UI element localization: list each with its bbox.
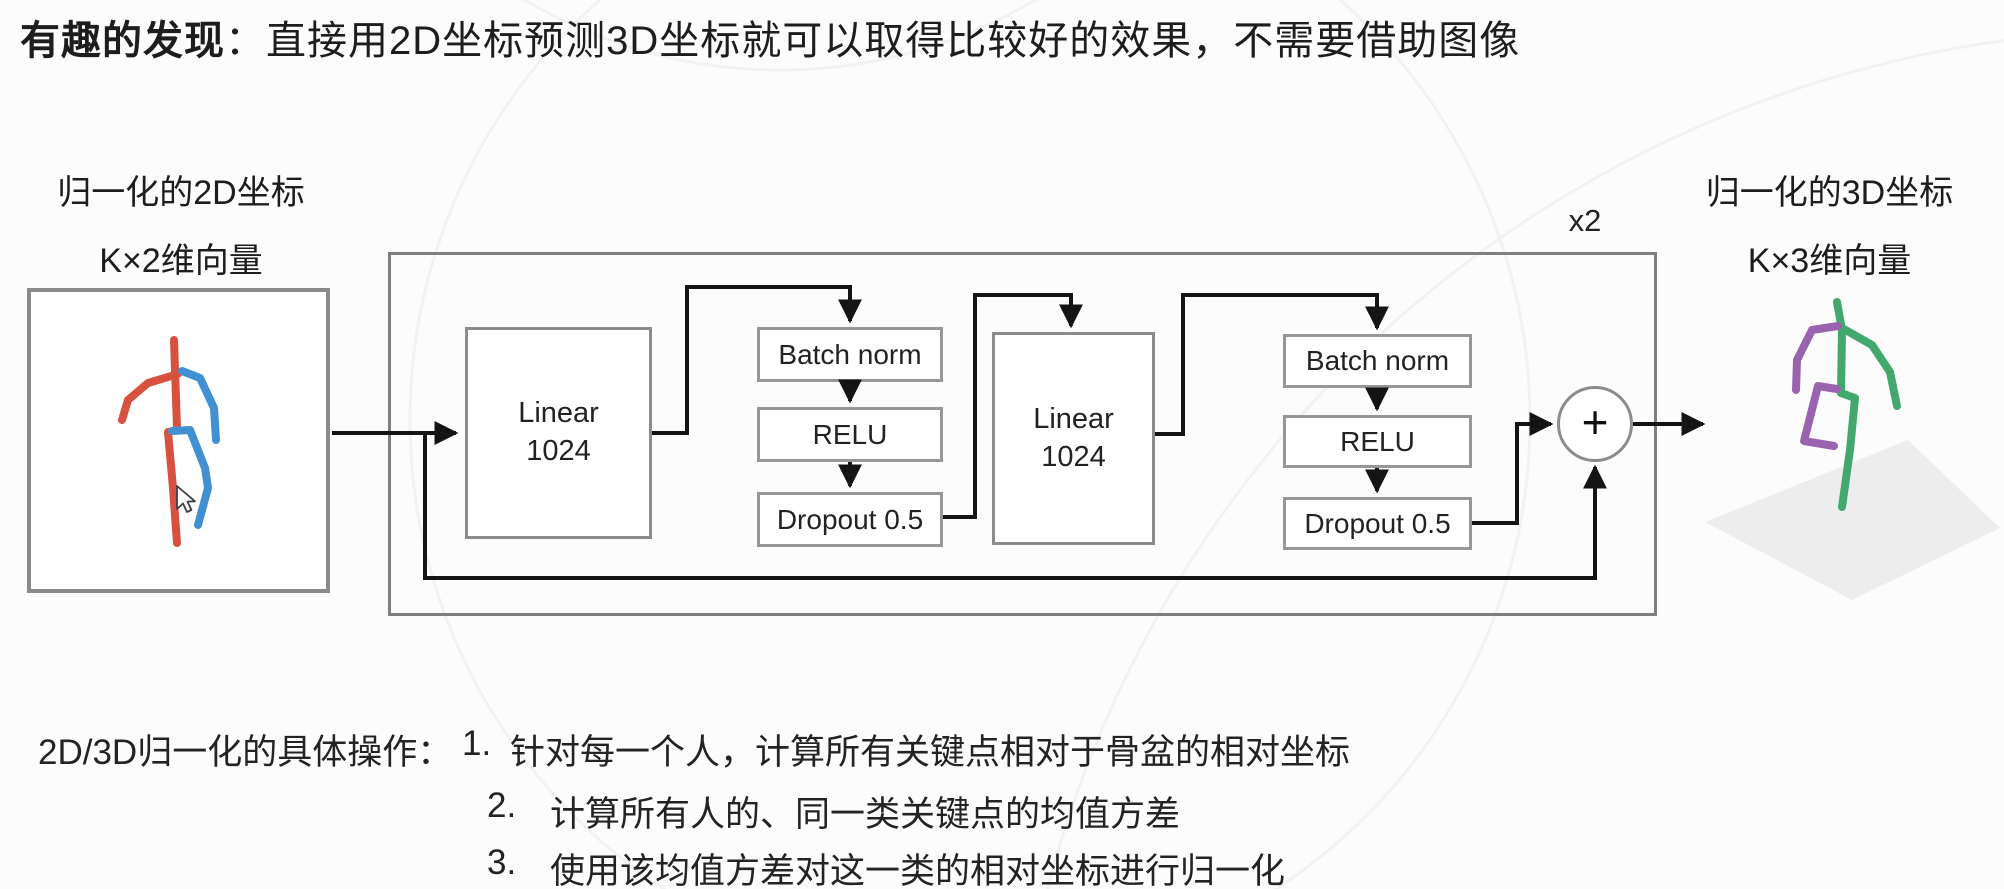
skeleton-3d [1705, 298, 2000, 600]
relu-box-2: RELU [1283, 415, 1472, 468]
linear2-label: Linear [1033, 402, 1114, 435]
linear1-units: 1024 [526, 435, 591, 467]
skeleton-3d-left-leg [1800, 382, 1841, 450]
slide-title: 有趣的发现：直接用2D坐标预测3D坐标就可以取得比较好的效果，不需要借助图像 [20, 8, 1520, 66]
note-item-1-num: 1. [462, 724, 492, 763]
skeleton-3d-right-leg [1837, 389, 1859, 511]
skeleton-3d-spine [1833, 298, 1846, 397]
linear-box-2: Linear 1024 [992, 332, 1155, 545]
output-label-line1: 归一化的3D坐标 [1705, 174, 1954, 212]
note-item-2-num: 2. [487, 786, 517, 825]
output-labels: 归一化的3D坐标 K×3维向量 [1655, 0, 2004, 280]
dropout-box-1: Dropout 0.5 [757, 492, 943, 547]
input-label-line1: 归一化的2D坐标 [57, 174, 305, 212]
dropout-box-2: Dropout 0.5 [1283, 497, 1472, 550]
skeleton-3d-left-arm [1792, 322, 1842, 394]
repeat-label: x2 [1568, 203, 1602, 238]
relu-box-1: RELU [757, 407, 943, 462]
skeleton-2d [118, 336, 220, 547]
skeleton-2d-right-leg [186, 426, 212, 529]
note-item-1-text: 针对每一个人，计算所有关键点相对于骨盆的相对坐标 [510, 733, 1351, 772]
floor-plane [1705, 440, 2000, 600]
skeleton-2d-right-arm [178, 367, 220, 444]
note-item-3-text: 使用该均值方差对这一类的相对坐标进行归一化 [550, 852, 1286, 889]
note-item-2-text: 计算所有人的、同一类关键点的均值方差 [550, 795, 1181, 834]
notes-label: 2D/3D归一化的具体操作： [38, 733, 453, 772]
skeleton-3d-right-arm [1838, 324, 1901, 410]
skeleton-2d-spine [170, 336, 181, 432]
linear2-units: 1024 [1041, 440, 1106, 473]
title-rest: ：直接用2D坐标预测3D坐标就可以取得比较好的效果，不需要借助图像 [225, 19, 1521, 63]
input-label-line2: K×2维向量 [99, 242, 263, 280]
linear1-label: Linear [518, 397, 599, 430]
batch-norm-box-1: Batch norm [757, 327, 943, 382]
batch-norm-box-2: Batch norm [1283, 334, 1472, 388]
input-labels: 归一化的2D坐标 K×2维向量 [0, 0, 362, 280]
skeleton-2d-left-arm [118, 370, 182, 424]
title-highlight: 有趣的发现 [20, 19, 225, 63]
sum-node: + [1557, 386, 1633, 462]
output-label-line2: K×3维向量 [1747, 242, 1912, 280]
linear-box-1: Linear 1024 [465, 327, 652, 539]
mouse-cursor [176, 485, 196, 513]
skeleton-2d-left-leg [164, 428, 181, 547]
note-item-3-num: 3. [487, 843, 517, 882]
